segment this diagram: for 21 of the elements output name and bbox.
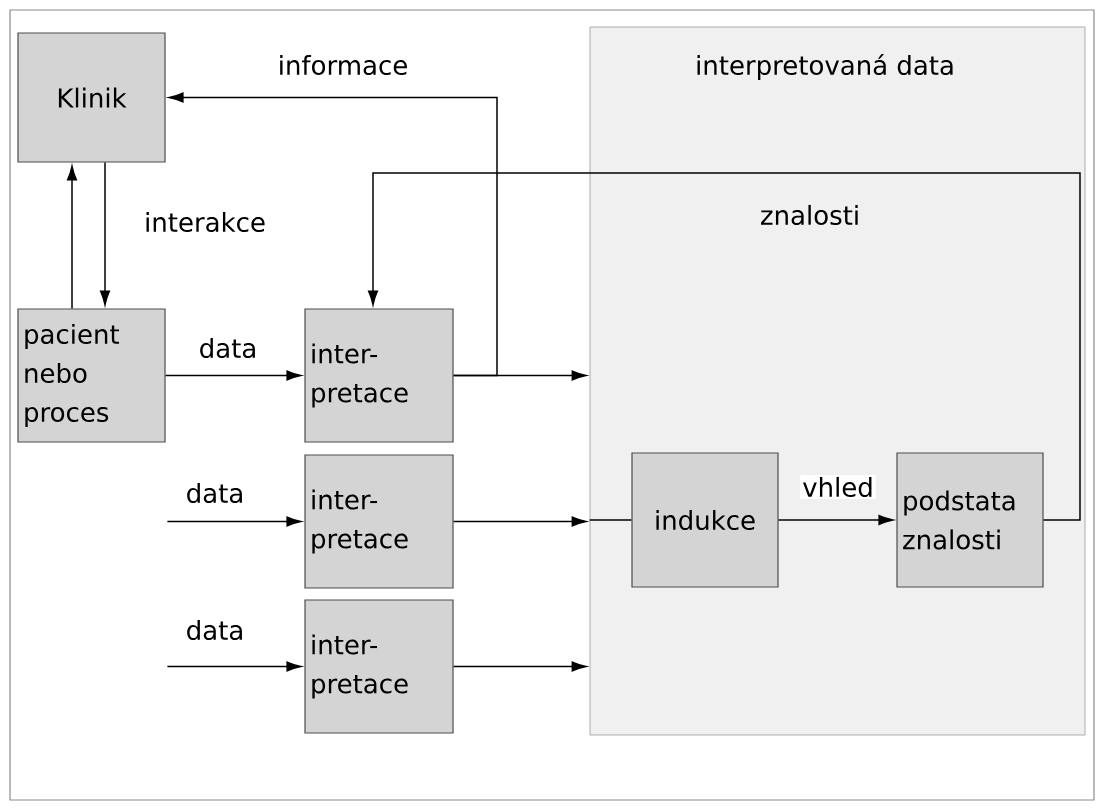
arrow — [66, 165, 78, 310]
arrow — [166, 661, 302, 672]
process-box: Klinik — [17, 32, 166, 163]
arrow — [168, 92, 498, 377]
edge-label: data — [183, 617, 247, 643]
edge-label: data — [183, 480, 247, 506]
process-box: inter- pretace — [304, 454, 454, 589]
arrow — [99, 161, 111, 306]
edge-label: informace — [275, 52, 411, 78]
arrow — [164, 370, 302, 381]
process-box: indukce — [631, 452, 779, 588]
edge-label: interakce — [142, 209, 268, 235]
edge-label: vhled — [800, 474, 876, 500]
arrow — [777, 514, 894, 526]
edge-label: data — [196, 335, 260, 361]
arrow — [166, 516, 302, 527]
process-box: pacient nebo proces — [17, 308, 166, 443]
process-box: podstata znalosti — [896, 452, 1044, 588]
process-box: inter- pretace — [304, 308, 454, 443]
process-box: inter- pretace — [304, 599, 454, 734]
arrow — [367, 172, 1081, 521]
